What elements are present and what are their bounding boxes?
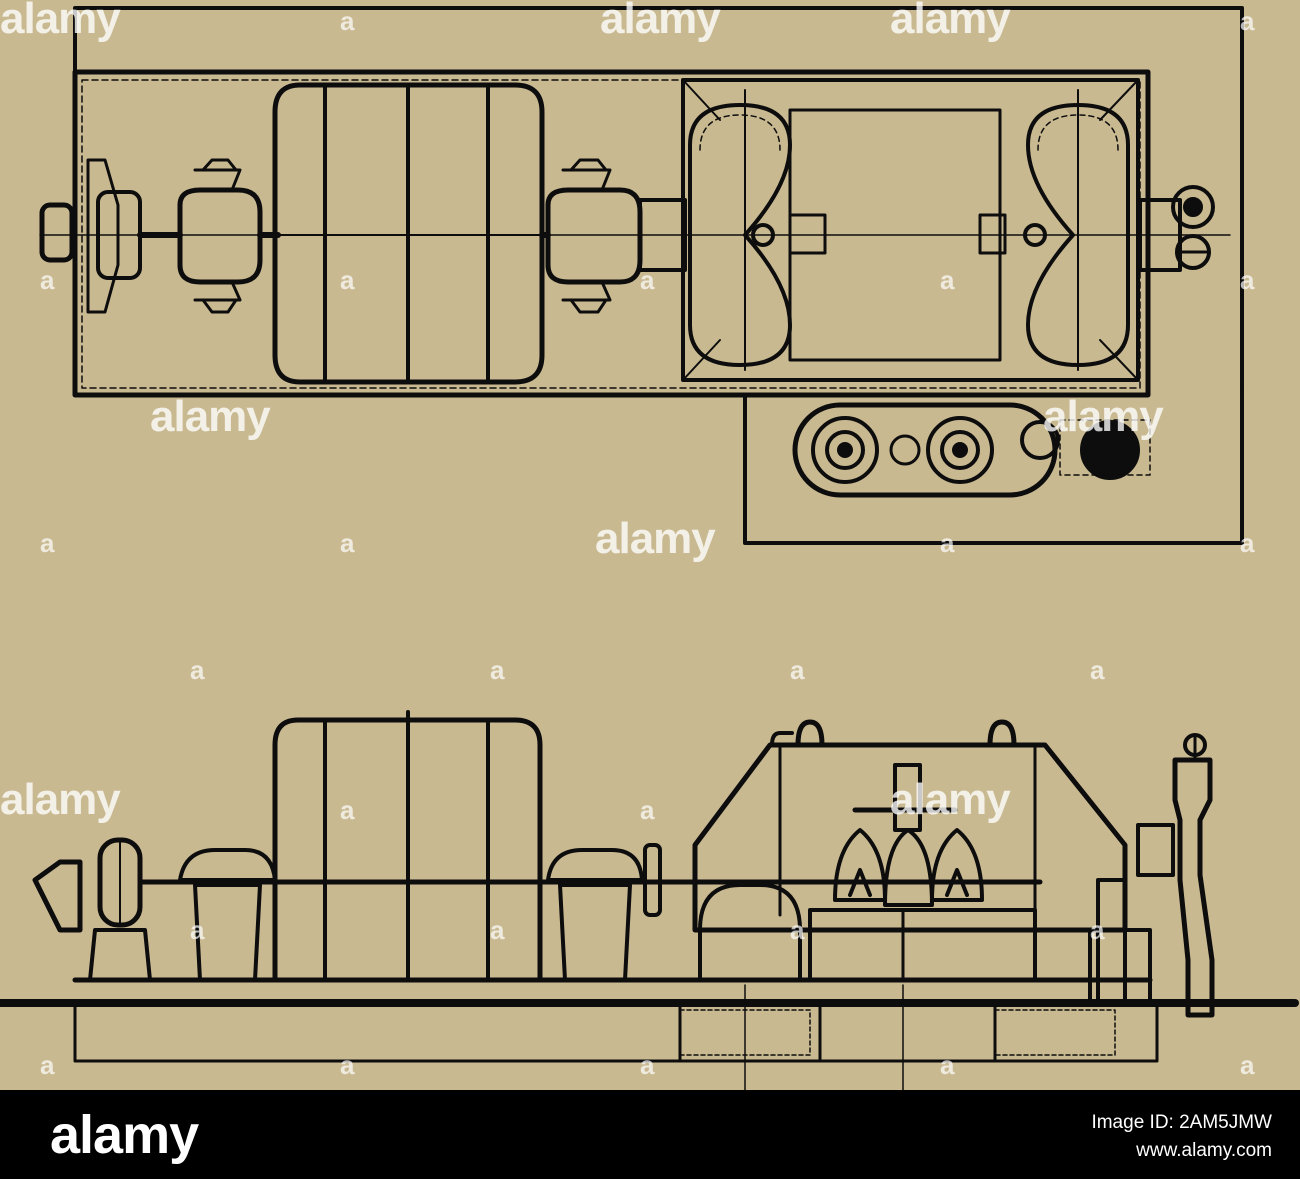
watermark-glyph: a [340,265,355,295]
watermark-glyph: a [340,795,355,825]
diagram-plate: alamy alamy alamy alamy alamy alamy alam… [0,0,1300,1090]
plan-governor-lower [1175,234,1211,270]
elevation-valve-3 [930,828,984,902]
watermark-glyph: a [1240,265,1255,295]
watermark-logo: alamy [0,775,121,824]
elevation-governor [1172,757,1215,1018]
watermark-logo: alamy [595,514,716,563]
watermark-glyph: a [340,1050,355,1080]
plan-motor [1080,420,1140,480]
elevation-exciter [32,859,83,933]
plan-exciter [39,202,75,263]
elevation-valve-1 [833,828,887,902]
footer-image-id: Image ID: 2AM5JMW [1091,1112,1272,1133]
plan-pump-1 [811,416,879,484]
elevation-turbine-casing [692,742,1128,933]
watermark-glyph: a [40,1050,55,1080]
footer-url: www.alamy.com [1136,1140,1272,1161]
watermark-logo: alamy [0,0,121,43]
watermark-glyph: a [940,528,955,558]
plan-pump-3 [1020,420,1060,460]
elevation-bearing-1 [178,848,277,882]
plan-bearing-2 [545,187,643,285]
elevation-lifting-eye-1 [795,719,825,748]
plan-governor-upper [1171,185,1215,229]
watermark-glyph: a [1090,915,1105,945]
watermark-glyph: a [340,6,355,36]
plan-pump-platform [743,388,1244,545]
elevation-valve-2 [883,828,934,907]
watermark-logo: alamy [150,392,271,441]
watermark-glyph: a [640,795,655,825]
watermark-glyph: a [490,655,505,685]
watermark-glyph: a [640,265,655,295]
watermark-logo: alamy [600,0,721,43]
watermark-glyph: a [790,915,805,945]
watermark-glyph: a [1240,1050,1255,1080]
elevation-view [0,710,1299,1090]
watermark-glyph: a [340,528,355,558]
watermark-glyph: a [190,915,205,945]
elevation-lifting-eye-2 [987,719,1017,748]
watermark-logo: alamy [890,775,1011,824]
plan-generator [272,82,545,385]
watermark-glyph: a [490,915,505,945]
footer-brand-logo: alamy [50,1105,199,1165]
watermark-glyph: a [790,655,805,685]
watermark-logo: alamy [1043,392,1164,441]
watermark-glyph: a [190,655,205,685]
watermark-glyph: a [1240,528,1255,558]
watermark-glyph: a [1090,655,1105,685]
watermark-glyph: a [40,265,55,295]
watermark-logo: alamy [890,0,1011,43]
watermark-glyph: a [640,1050,655,1080]
plan-view [39,6,1244,545]
plan-outer-frame [73,6,1244,522]
watermark-glyph: a [1240,6,1255,36]
watermark-glyph: a [940,1050,955,1080]
technical-drawing [0,6,1299,1090]
plan-pump-2 [926,416,994,484]
footer-bar: alamy Image ID: 2AM5JMW www.alamy.com [0,1090,1300,1179]
elevation-generator [272,717,543,983]
plan-bearing-1 [177,187,263,285]
plan-main-bed [72,69,1151,398]
elevation-foundation [73,1001,1159,1063]
watermark-glyph: a [40,528,55,558]
watermark-glyph: a [940,265,955,295]
elevation-bearing-2 [546,848,644,882]
